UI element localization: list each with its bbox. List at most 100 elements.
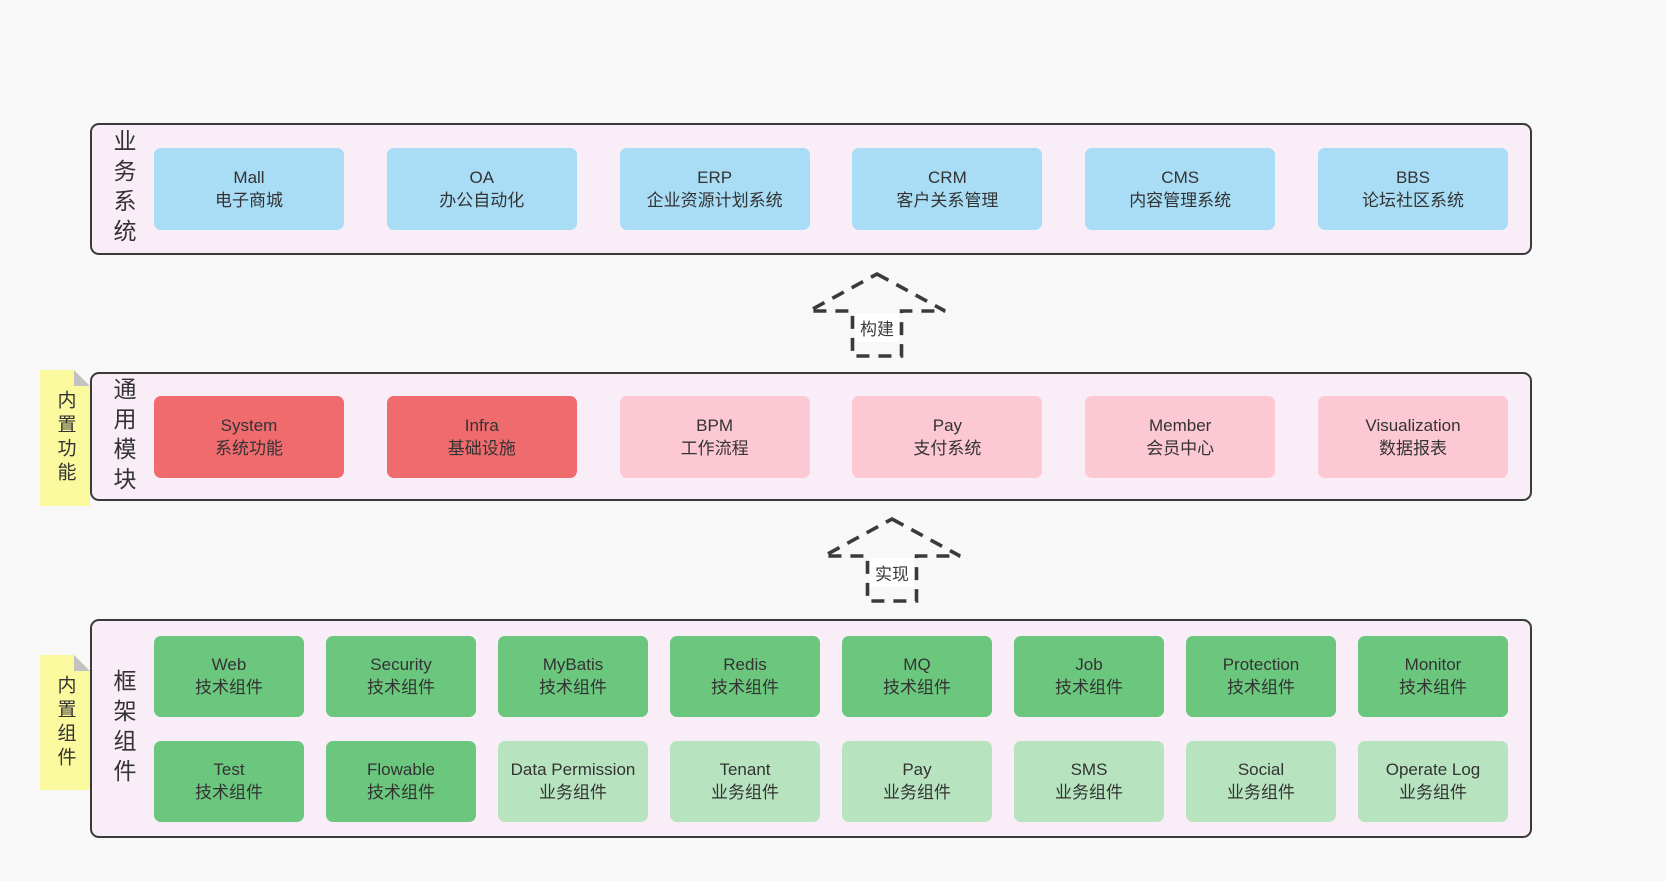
box-subtitle: 技术组件 [367,783,435,802]
box-title: BPM [696,415,734,435]
box-title: Pay [902,760,932,779]
box-title: Infra [464,415,499,435]
box-title: CMS [1161,168,1200,187]
box-subtitle: 内容管理系统 [1129,191,1232,210]
box-system: System 系统功能 [154,395,344,478]
box-redis: Redis 技术组件 [670,635,820,717]
box-title: OA [469,168,495,187]
box-subtitle: 论坛社区系统 [1361,191,1464,210]
box-tenant: Tenant 业务组件 [670,740,820,822]
arrow-label-build: 构建 [855,313,899,342]
up-arrow-outline-icon [808,271,946,358]
box-member: Member 会员中心 [1085,395,1276,478]
box-protection: Protection 技术组件 [1186,635,1336,717]
box-subtitle: 办公自动化 [439,191,525,210]
box-title: MQ [903,655,931,674]
box-subtitle: 技术组件 [539,678,607,697]
box-subtitle: 技术组件 [195,678,263,697]
layer-label-business-systems: 业务系统 [110,129,136,249]
box-subtitle: 会员中心 [1146,438,1215,458]
box-pay-system: Pay 支付系统 [852,395,1043,478]
box-subtitle: 技术组件 [883,678,951,697]
box-subtitle: 业务组件 [711,783,779,802]
box-subtitle: 基础设施 [447,438,516,458]
box-subtitle: 技术组件 [1227,678,1295,697]
box-title: Visualization [1365,415,1461,435]
box-subtitle: 支付系统 [913,438,982,458]
box-test: Test 技术组件 [154,740,304,822]
box-visualization: Visualization 数据报表 [1317,395,1508,478]
box-subtitle: 业务组件 [1055,783,1123,802]
box-title: Data Permission [510,760,636,779]
box-social: Social 业务组件 [1186,740,1336,822]
box-subtitle: 技术组件 [1399,678,1467,697]
box-mq: MQ 技术组件 [842,635,992,717]
box-title: MyBatis [542,655,604,674]
box-title: Tenant [719,760,771,779]
box-title: SMS [1070,760,1108,779]
box-job: Job 技术组件 [1014,635,1164,717]
layer-label-framework-components: 框架组件 [110,668,136,789]
box-monitor: Monitor 技术组件 [1358,635,1508,717]
box-title: Security [370,655,432,674]
box-title: Pay [932,415,963,435]
box-title: System [220,415,278,435]
layer-business-body: Mall 电子商城 OA 办公自动化 ERP 企业资源计划系统 CRM 客户关系… [154,125,1530,253]
box-subtitle: 客户关系管理 [896,191,999,210]
sticky-note-built-in-components: 内置组件 [40,655,90,790]
note-label: 内置组件 [54,674,76,771]
layer-common-modules: 通用模块 System 系统功能 Infra 基础设施 BPM 工作流程 Pay… [90,372,1532,501]
folded-corner-icon [74,370,90,386]
box-subtitle: 技术组件 [367,678,435,697]
box-title: Social [1237,760,1285,779]
box-oa: OA 办公自动化 [386,148,577,230]
box-crm: CRM 客户关系管理 [852,148,1043,230]
box-flowable: Flowable 技术组件 [326,740,476,822]
box-title: BBS [1395,168,1430,187]
box-subtitle: 工作流程 [680,438,749,458]
box-operate-log: Operate Log 业务组件 [1358,740,1508,822]
box-security: Security 技术组件 [326,635,476,717]
box-erp: ERP 企业资源计划系统 [619,148,810,230]
box-subtitle: 技术组件 [711,678,779,697]
box-title: Operate Log [1385,760,1481,779]
box-cms: CMS 内容管理系统 [1085,148,1276,230]
box-subtitle: 业务组件 [1227,783,1295,802]
box-title: Web [211,655,247,674]
box-title: Member [1149,415,1212,435]
box-title: Mall [233,168,265,187]
framework-row-1: Web 技术组件 Security 技术组件 MyBatis 技术组件 Redi… [154,635,1508,717]
box-bpm: BPM 工作流程 [619,395,810,478]
box-title: Test [213,760,245,779]
arrow-implement: 实现 [821,516,963,604]
box-subtitle: 企业资源计划系统 [646,191,783,210]
box-title: Flowable [366,760,436,779]
layer-framework-components: 框架组件 Web 技术组件 Security 技术组件 MyBatis 技术组件… [90,619,1532,838]
box-mall: Mall 电子商城 [154,148,344,230]
box-title: Redis [723,655,767,674]
folded-corner-icon [74,655,90,671]
box-bbs: BBS 论坛社区系统 [1317,148,1508,230]
box-data-permission: Data Permission 业务组件 [498,740,648,822]
box-subtitle: 技术组件 [195,783,263,802]
layer-modules-body: System 系统功能 Infra 基础设施 BPM 工作流程 Pay 支付系统… [154,374,1530,499]
layer-business-systems: 业务系统 Mall 电子商城 OA 办公自动化 ERP 企业资源计划系统 CRM… [90,123,1532,255]
box-subtitle: 技术组件 [1055,678,1123,697]
box-subtitle: 业务组件 [539,783,607,802]
box-subtitle: 系统功能 [215,438,283,458]
box-title: Protection [1222,655,1300,674]
box-subtitle: 业务组件 [883,783,951,802]
box-title: ERP [697,168,733,187]
box-subtitle: 电子商城 [215,191,283,210]
box-title: Job [1075,655,1103,674]
sticky-note-built-in-features: 内置功能 [40,370,90,506]
arrow-build: 构建 [806,271,948,359]
up-arrow-outline-icon [823,516,961,603]
arrow-label-implement: 实现 [870,558,914,587]
note-label: 内置功能 [54,390,76,486]
box-subtitle: 数据报表 [1378,438,1447,458]
layer-framework-body: Web 技术组件 Security 技术组件 MyBatis 技术组件 Redi… [154,621,1530,836]
box-subtitle: 业务组件 [1399,783,1467,802]
box-sms: SMS 业务组件 [1014,740,1164,822]
